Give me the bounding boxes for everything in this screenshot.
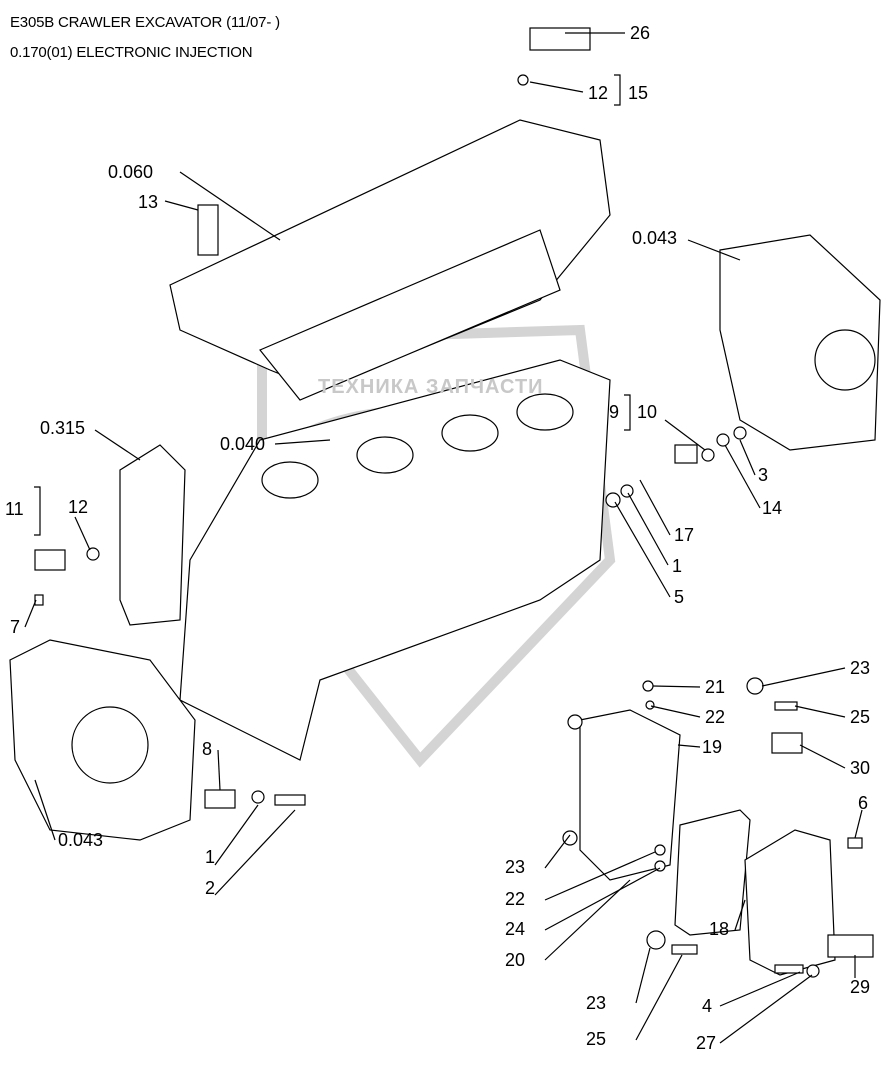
callout-label: 0.043: [58, 830, 104, 850]
callout-label: 1: [672, 556, 683, 576]
small-parts: [34, 27, 874, 978]
leader-line: [664, 419, 706, 451]
leader-line: [652, 685, 701, 688]
ecu-module: [744, 829, 836, 976]
callout-label: 11: [5, 499, 24, 519]
callout-label: 26: [630, 23, 651, 43]
leader-line: [544, 851, 656, 901]
gasket: [674, 809, 751, 936]
callout-label: 0.040: [220, 434, 266, 454]
leader-line: [24, 599, 37, 628]
leader-line: [687, 239, 741, 261]
callout-label: 23: [505, 857, 526, 877]
leader-line: [761, 667, 846, 687]
callout-label: 12: [68, 497, 89, 517]
callout-label: 8: [202, 739, 213, 759]
callout-label: 14: [762, 498, 783, 518]
callout-label: 15: [628, 83, 649, 103]
leader-line: [614, 501, 671, 598]
callout-label: 0.043: [632, 228, 678, 248]
diagram-title: E305B CRAWLER EXCAVATOR (11/07- ): [10, 14, 280, 31]
callout-label: 21: [705, 677, 726, 697]
diagram-subtitle: 0.170(01) ELECTRONIC INJECTION: [10, 44, 253, 61]
callout-label: 7: [10, 617, 21, 637]
leader-line: [799, 744, 846, 769]
leader-line: [214, 804, 259, 866]
leader-line: [639, 479, 671, 536]
callout-label: 30: [850, 758, 871, 778]
leader-line: [214, 809, 296, 896]
leader-line: [635, 947, 651, 1004]
callout-label: 2: [205, 878, 216, 898]
callout-label: 4: [702, 996, 713, 1016]
callout-label: 18: [709, 919, 730, 939]
side-cover-0315: [119, 444, 186, 626]
callout-label: 25: [850, 707, 871, 727]
callout-label: 3: [758, 465, 769, 485]
leader-line: [734, 899, 746, 931]
leader-line: [724, 444, 761, 509]
callout-label: 0.315: [40, 418, 86, 438]
cylinder-head: [169, 119, 611, 401]
leader-line: [719, 974, 813, 1044]
leader-line: [627, 492, 669, 566]
leader-line: [739, 439, 756, 476]
leader-line: [529, 81, 584, 93]
callout-label: 17: [674, 525, 695, 545]
leader-line: [677, 744, 701, 748]
callout-label: 9: [609, 402, 620, 422]
callout-label: 29: [850, 977, 871, 997]
watermark: ТЕХНИКА ЗАПЧАСТИ: [318, 376, 544, 398]
leader-line: [854, 809, 863, 839]
front-timing-cover: [719, 234, 881, 451]
leader-lines: [24, 32, 863, 1044]
ecu-bracket: [579, 709, 681, 881]
leader-line: [544, 867, 661, 931]
callout-label: 20: [505, 950, 526, 970]
leader-line: [217, 749, 221, 791]
engine-block: [179, 359, 611, 761]
leader-line: [274, 439, 331, 445]
callout-label: 0.060: [108, 162, 154, 182]
leader-line: [719, 971, 801, 1007]
callout-label: 23: [586, 993, 607, 1013]
group-bracket: [624, 394, 631, 431]
group-bracket: [34, 486, 41, 536]
leader-line: [179, 171, 281, 241]
callout-label: 6: [858, 793, 869, 813]
callout-label: 5: [674, 587, 685, 607]
callout-label: 19: [702, 737, 723, 757]
callout-label: 10: [637, 402, 658, 422]
leader-line: [34, 779, 56, 841]
callout-label: 27: [696, 1033, 717, 1053]
group-bracket: [614, 74, 621, 106]
callout-label: 24: [505, 919, 526, 939]
leader-line: [635, 954, 683, 1041]
gear-cover: [9, 639, 196, 841]
callout-label: 22: [505, 889, 526, 909]
leader-line: [650, 705, 701, 718]
callout-label: 25: [586, 1029, 607, 1049]
callout-label: 13: [138, 192, 159, 212]
callout-label: 22: [705, 707, 726, 727]
leader-line: [544, 834, 571, 869]
callout-label: 23: [850, 658, 871, 678]
callout-label: 12: [588, 83, 609, 103]
leader-line: [94, 429, 141, 461]
leader-line: [544, 879, 631, 961]
leader-line: [164, 200, 199, 211]
leader-line: [74, 516, 91, 551]
leader-line: [794, 705, 846, 718]
callout-label: 1: [205, 847, 216, 867]
